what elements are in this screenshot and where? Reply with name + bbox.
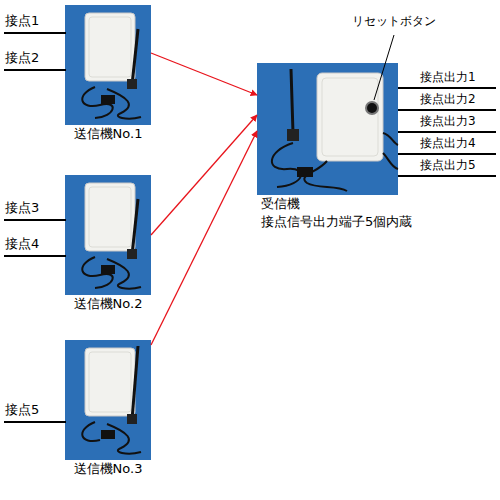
device-case bbox=[317, 73, 383, 161]
cable bbox=[383, 153, 398, 169]
output-wire bbox=[398, 153, 496, 155]
cable bbox=[383, 133, 398, 145]
device-case bbox=[85, 348, 135, 416]
photo-area bbox=[65, 5, 151, 125]
transmitter-photo bbox=[65, 5, 151, 125]
radio-arrow bbox=[151, 115, 257, 235]
device-lid bbox=[322, 78, 378, 156]
radio-arrow bbox=[151, 131, 257, 345]
contact-wire bbox=[4, 69, 66, 71]
device-case bbox=[85, 13, 135, 81]
output-wire bbox=[398, 87, 496, 89]
photo-ground bbox=[65, 175, 151, 295]
antenna bbox=[132, 199, 138, 255]
cable bbox=[82, 422, 100, 441]
antenna-base bbox=[127, 414, 137, 424]
photo-ground bbox=[65, 5, 151, 125]
signal-label: 接点3 bbox=[5, 201, 39, 216]
photo-area bbox=[65, 340, 151, 460]
output-wire bbox=[398, 109, 496, 111]
contact-wire bbox=[4, 219, 66, 221]
reset-button-ring bbox=[365, 101, 379, 115]
device-caption: 接点信号出力端子5個内蔵 bbox=[257, 213, 414, 231]
antenna-base bbox=[127, 249, 137, 259]
output-wire bbox=[398, 131, 496, 133]
device-case bbox=[85, 183, 135, 251]
signal-label: 接点4 bbox=[5, 237, 39, 252]
transmitter-photo bbox=[65, 175, 151, 295]
photo-ground bbox=[65, 340, 151, 460]
device-lid bbox=[89, 352, 131, 412]
photo-ground bbox=[257, 63, 398, 195]
power-adapter bbox=[101, 430, 115, 439]
reset-button bbox=[367, 103, 377, 113]
signal-label: 接点5 bbox=[5, 403, 39, 418]
power-adapter bbox=[101, 265, 115, 274]
signal-label: 接点出力1 bbox=[420, 71, 476, 85]
antenna-base bbox=[287, 129, 299, 141]
device-caption: 送信機No.1 bbox=[65, 125, 151, 143]
antenna bbox=[291, 69, 293, 133]
device-node: 受信機接点信号出力端子5個内蔵 bbox=[257, 63, 414, 231]
device-caption: 受信機 bbox=[257, 195, 414, 213]
contact-wire bbox=[4, 32, 66, 34]
device-caption: 送信機No.3 bbox=[65, 460, 151, 478]
transmitter-photo bbox=[65, 340, 151, 460]
signal-label: 接点出力5 bbox=[420, 159, 476, 173]
device-lid bbox=[89, 17, 131, 77]
contact-wire bbox=[4, 421, 66, 423]
cable bbox=[272, 143, 301, 187]
leader-line bbox=[374, 35, 394, 100]
signal-label: 接点出力4 bbox=[420, 137, 476, 151]
signal-label: 接点2 bbox=[5, 51, 39, 66]
device-node: 送信機No.2 bbox=[65, 175, 151, 313]
device-node: 送信機No.1 bbox=[65, 5, 151, 143]
output-wire bbox=[398, 175, 496, 177]
antenna bbox=[132, 346, 138, 420]
signal-label: 接点1 bbox=[5, 14, 39, 29]
device-caption: 送信機No.2 bbox=[65, 295, 151, 313]
contact-wire bbox=[4, 255, 66, 257]
power-adapter bbox=[101, 95, 115, 104]
antenna-base bbox=[127, 79, 137, 89]
radio-arrow bbox=[151, 53, 257, 95]
photo-area bbox=[65, 175, 151, 295]
receiver-photo bbox=[257, 63, 398, 195]
power-adapter bbox=[297, 167, 313, 177]
callout-label: リセットボタン bbox=[352, 15, 436, 29]
signal-label: 接点出力3 bbox=[420, 115, 476, 129]
photo-area bbox=[257, 63, 398, 195]
device-lid bbox=[89, 187, 131, 247]
signal-label: 接点出力2 bbox=[420, 93, 476, 107]
antenna bbox=[132, 29, 138, 85]
device-node: 送信機No.3 bbox=[65, 340, 151, 478]
